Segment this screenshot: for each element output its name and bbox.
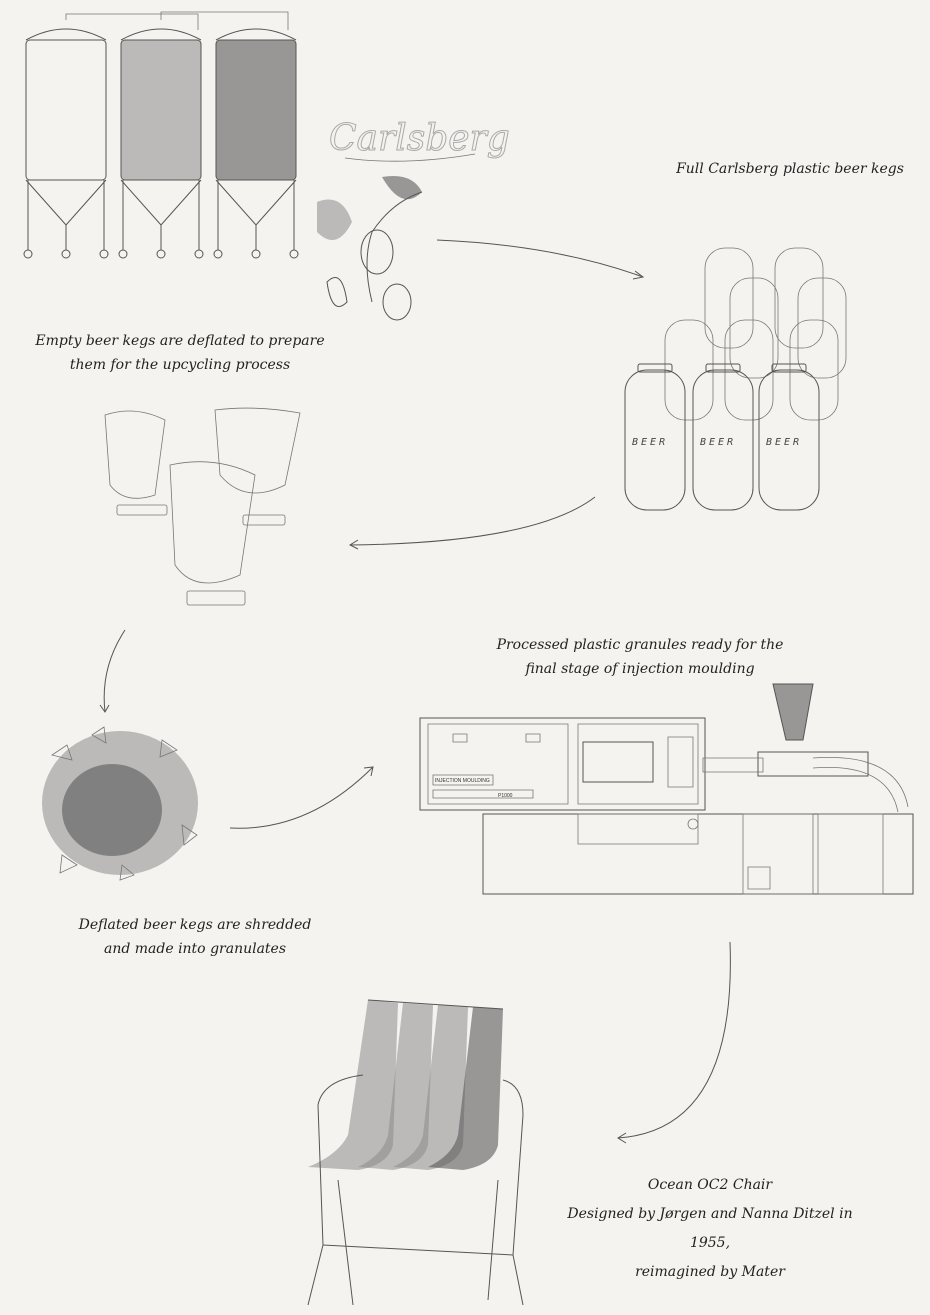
flow-arrow-4 bbox=[228, 762, 378, 832]
caption-granules-line-2: final stage of injection moulding bbox=[525, 661, 755, 677]
chair-frame bbox=[308, 1000, 523, 1305]
flow-arrow-5 bbox=[612, 940, 737, 1145]
caption-chair: Ocean OC2 Chair Designed by Jørgen and N… bbox=[555, 1171, 865, 1287]
caption-chair-designer: Designed by Jørgen and Nanna Ditzel in 1… bbox=[567, 1206, 853, 1251]
caption-deflated: Empty beer kegs are deflated to prepare … bbox=[30, 329, 330, 377]
svg-text:BEER: BEER bbox=[632, 437, 668, 448]
machine-body: INJECTION MOULDING P1000 bbox=[420, 718, 705, 810]
svg-text:INJECTION MOULDING: INJECTION MOULDING bbox=[435, 778, 490, 784]
machine-base bbox=[483, 757, 913, 894]
carlsberg-logo: Carlsberg bbox=[329, 118, 510, 168]
svg-text:BEER: BEER bbox=[766, 437, 802, 448]
caption-full-kegs: Full Carlsberg plastic beer kegs bbox=[676, 161, 904, 177]
caption-chair-name: Ocean OC2 Chair bbox=[647, 1177, 773, 1193]
ocean-oc2-chair-illustration bbox=[298, 995, 533, 1310]
svg-text:Carlsberg: Carlsberg bbox=[329, 118, 510, 159]
chair-seat-slats bbox=[308, 1000, 503, 1170]
keg-front-2: BEER bbox=[693, 364, 753, 510]
caption-granules-line-1: Processed plastic granules ready for the bbox=[496, 637, 784, 653]
caption-granules: Processed plastic granules ready for the… bbox=[480, 633, 800, 681]
injection-moulding-machine-illustration: INJECTION MOULDING P1000 bbox=[418, 672, 923, 907]
tank-1 bbox=[24, 29, 108, 258]
machine-hopper bbox=[703, 684, 868, 776]
tank-2 bbox=[119, 29, 203, 258]
plastic-granules-illustration bbox=[42, 715, 198, 890]
hops-illustration bbox=[317, 176, 437, 332]
flow-arrow-1 bbox=[435, 235, 650, 285]
flow-arrow-3 bbox=[95, 628, 135, 718]
fermentation-tanks-illustration bbox=[18, 10, 318, 265]
svg-text:P1000: P1000 bbox=[498, 793, 513, 799]
keg-front-3: BEER bbox=[759, 364, 819, 510]
caption-deflated-line-1: Empty beer kegs are deflated to prepare bbox=[35, 333, 325, 349]
caption-shredded: Deflated beer kegs are shredded and made… bbox=[60, 913, 330, 961]
caption-shredded-line-1: Deflated beer kegs are shredded bbox=[78, 917, 312, 933]
caption-deflated-line-2: them for the upcycling process bbox=[69, 357, 291, 373]
svg-text:BEER: BEER bbox=[700, 437, 736, 448]
beer-kegs-illustration: BEER BEER BEER bbox=[620, 240, 860, 515]
keg-front-1: BEER bbox=[625, 364, 685, 510]
caption-chair-reimagined: reimagined by Mater bbox=[635, 1264, 785, 1280]
deflated-kegs-illustration bbox=[95, 405, 335, 615]
flow-arrow-2 bbox=[345, 495, 600, 550]
tank-3 bbox=[214, 29, 298, 258]
caption-shredded-line-2: and made into granulates bbox=[103, 941, 287, 957]
